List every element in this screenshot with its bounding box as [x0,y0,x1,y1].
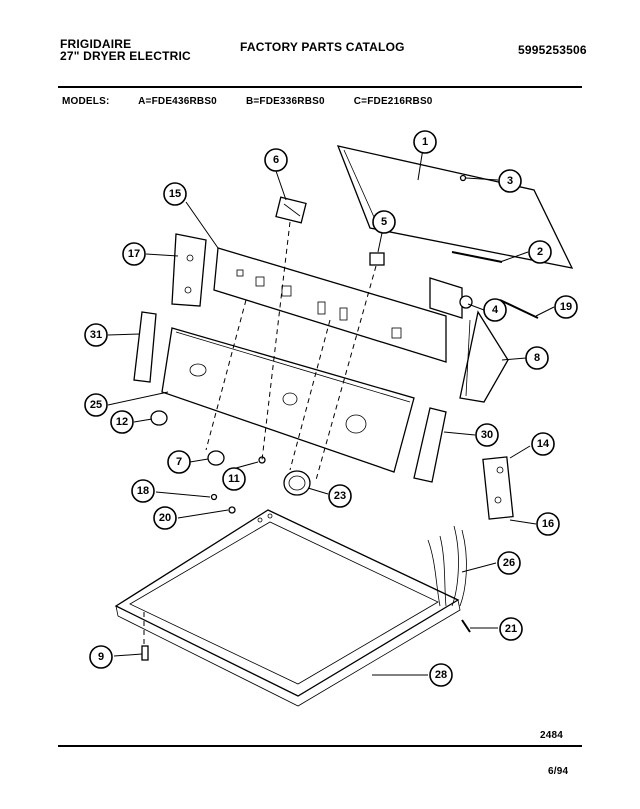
callout-label: 11 [228,473,240,485]
part-15-control-panel [213,247,447,363]
callout-label: 19 [560,301,572,313]
part-12-button [150,410,168,426]
callout-label: 7 [176,456,182,468]
callout-label: 16 [542,518,554,530]
callout-19: 19 [554,295,578,319]
callout-14: 14 [531,432,555,456]
model-a: A=FDE436RBS0 [138,96,217,107]
model-c: C=FDE216RBS0 [353,96,433,107]
callout-label: 26 [503,557,515,569]
callout-label: 21 [505,623,517,635]
callout-label: 18 [137,485,149,497]
part-4-timer [429,277,473,319]
part-18-screw [210,493,218,501]
callout-3: 3 [498,169,522,193]
catalog-date: 6/94 [548,766,569,777]
part-19-rod [499,299,539,319]
part-5-shaft [369,252,385,266]
header-rule [58,86,582,88]
part-7-button [207,450,225,466]
models-line: MODELS: A=FDE436RBS0 B=FDE336RBS0 C=FDE2… [62,96,459,107]
model-b: B=FDE336RBS0 [245,96,325,107]
part-25-console [161,327,415,473]
callout-7: 7 [167,450,191,474]
part-8-end-cap [459,310,509,403]
callout-11: 11 [222,467,246,491]
brand-name: FRIGIDAIRE [60,37,132,51]
assembly-lines [143,221,377,648]
callout-20: 20 [153,506,177,530]
catalog-part-number: 5995253506 [518,43,587,57]
callout-label: 30 [481,429,493,441]
callout-label: 2 [537,246,543,258]
part-14-terminal-block [482,456,514,520]
part-3-screw [459,174,467,182]
callout-21: 21 [499,617,523,641]
callout-label: 31 [90,329,102,341]
callout-30: 30 [475,423,499,447]
callout-label: 1 [422,136,428,148]
callout-label: 12 [116,416,128,428]
callout-label: 15 [169,188,181,200]
callout-1: 1 [413,130,437,154]
part-9-foot [141,645,149,661]
part-26-wire-harness [427,525,467,607]
callout-26: 26 [497,551,521,575]
callout-18: 18 [131,479,155,503]
callout-label: 20 [159,512,171,524]
drawing-code: 2484 [540,730,564,741]
callout-28: 28 [429,663,453,687]
callout-label: 5 [381,216,387,228]
part-6-switch [275,196,307,224]
callout-17: 17 [122,242,146,266]
callout-31: 31 [84,323,108,347]
callout-label: 6 [273,154,279,166]
callout-label: 3 [507,175,513,187]
callout-4: 4 [483,298,507,322]
product-subtitle: 27" DRYER ELECTRIC [60,49,191,63]
part-20-screw [228,506,236,514]
footer-rule [58,745,582,747]
part-31-end-cap [133,311,157,383]
callout-label: 4 [492,304,499,316]
callout-label: 9 [98,651,104,663]
callout-label: 8 [534,352,540,364]
callout-2: 2 [528,240,552,264]
part-1-rear-panel [336,145,574,269]
callout-label: 17 [128,248,140,260]
part-17-end-bracket [171,233,207,307]
callout-9: 9 [89,645,113,669]
callout-23: 23 [328,484,352,508]
part-21-clip [461,619,471,633]
callout-6: 6 [264,148,288,172]
part-28-top [114,509,461,707]
models-label: MODELS: [62,96,110,107]
callout-8: 8 [525,346,549,370]
callout-25: 25 [84,393,108,417]
callout-label: 14 [537,438,550,450]
callout-16: 16 [536,512,560,536]
part-2-rod [451,251,503,263]
part-23-knob [283,470,311,496]
callout-5: 5 [372,210,396,234]
callout-label: 23 [334,490,346,502]
callout-12: 12 [110,410,134,434]
part-30-trim [413,407,447,483]
catalog-title: FACTORY PARTS CATALOG [240,40,405,54]
callout-15: 15 [163,182,187,206]
callout-label: 25 [90,399,102,411]
callout-label: 28 [435,669,447,681]
